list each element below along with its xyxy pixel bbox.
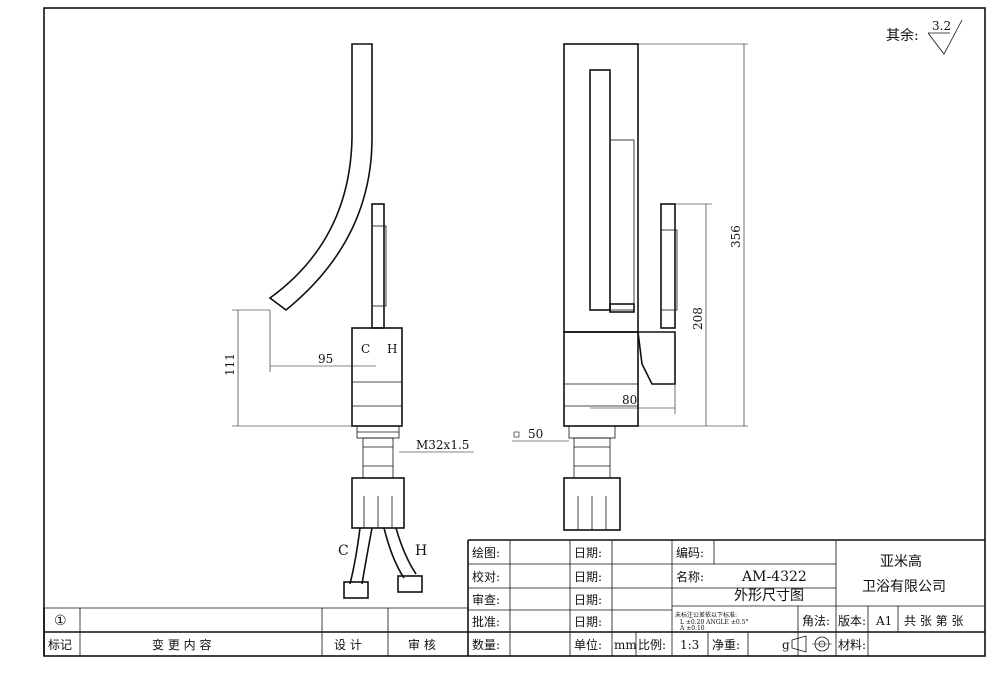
hot-hose-label: H [415,543,427,559]
scale-label: 比例: [638,638,666,652]
surface-finish-label: 其余: [886,27,919,44]
scale-value: 1:3 [680,638,699,652]
quantity-label: 数量: [472,637,500,652]
front-view: 356 208 80 50 [512,43,748,531]
cold-hose [349,527,361,585]
dim-80: 80 [622,393,637,407]
front-handle [660,203,676,329]
sheet-count: 共 张 第 张 [904,614,963,628]
front-handle-base [637,331,676,385]
mark-header: 标记 [48,638,72,652]
dim-208: 208 [691,307,705,330]
front-spout-slot [589,69,611,311]
model-number: AM-4322 [741,569,807,585]
front-spout [563,43,639,333]
revision-block: ① 标记 变 更 内 容 设 计 审 核 [43,608,436,656]
hot-hose-fitting [397,575,423,593]
date-label-3: 日期: [574,593,602,607]
front-aerator [609,303,635,313]
weight-unit: g [782,638,790,652]
side-view: C H C H 95 111 M32x1.5 [223,43,474,599]
cold-hose-label: C [338,543,349,559]
side-hot-label: H [387,342,397,356]
dim-50: 50 [528,427,543,441]
name-label: 名称: [676,569,704,584]
tolerance-line: L ±0.20 ANGLE ±0.5° [680,619,748,626]
material-label: 材料: [838,638,866,652]
front-body [563,331,639,427]
angle-label: 角法: [802,614,830,628]
surface-finish-mark: 其余: 3.2 [886,19,963,55]
projection-angle-icon [791,635,832,653]
dim-111: 111 [223,353,237,376]
title-block: 绘图: 校对: 审查: 批准: 日期: 日期: 日期: 日期: 编码: 名称: … [44,539,985,656]
company-name-1: 亚米高 [880,553,922,570]
drawing-frame [43,7,986,657]
version-label: 版本: [838,614,866,628]
date-label-2: 日期: [574,570,602,584]
draw-label: 绘图: [472,545,500,560]
hot-hose [383,527,405,579]
side-cold-label: C [361,342,370,356]
weight-label: 净重: [712,638,740,652]
surface-finish-value: 3.2 [932,19,951,33]
side-shank [362,437,394,479]
front-thread [568,425,616,439]
unit-label: 单位: [574,637,602,652]
cold-hose-fitting [343,581,369,599]
date-label-4: 日期: [574,615,602,629]
square-symbol-icon [513,431,520,438]
approve-label: 批准: [472,614,500,629]
check-label: 校对: [472,569,500,584]
audit-header: 审 核 [408,637,436,652]
revision-symbol: ① [54,613,67,629]
dim-356: 356 [729,225,743,248]
code-label: 编码: [676,545,704,560]
tolerance-title: 未标注公差依以下标准: [675,611,737,619]
thread-spec: M32x1.5 [416,438,469,452]
change-header: 变 更 内 容 [152,637,211,652]
company-name-2: 卫浴有限公司 [862,579,946,595]
version-value: A1 [875,614,892,628]
drawing-title: 外形尺寸图 [734,588,804,604]
tolerance-line-2: A ±0.10 [679,625,705,632]
design-header: 设 计 [334,638,362,652]
side-spout [268,43,373,312]
unit-value: mm [614,638,637,652]
date-label-1: 日期: [574,546,602,560]
side-handle-lever [371,203,385,329]
review-label: 审查: [472,592,500,607]
front-shank [573,437,611,479]
dim-95: 95 [318,352,333,366]
surface-roughness-icon [927,19,963,55]
